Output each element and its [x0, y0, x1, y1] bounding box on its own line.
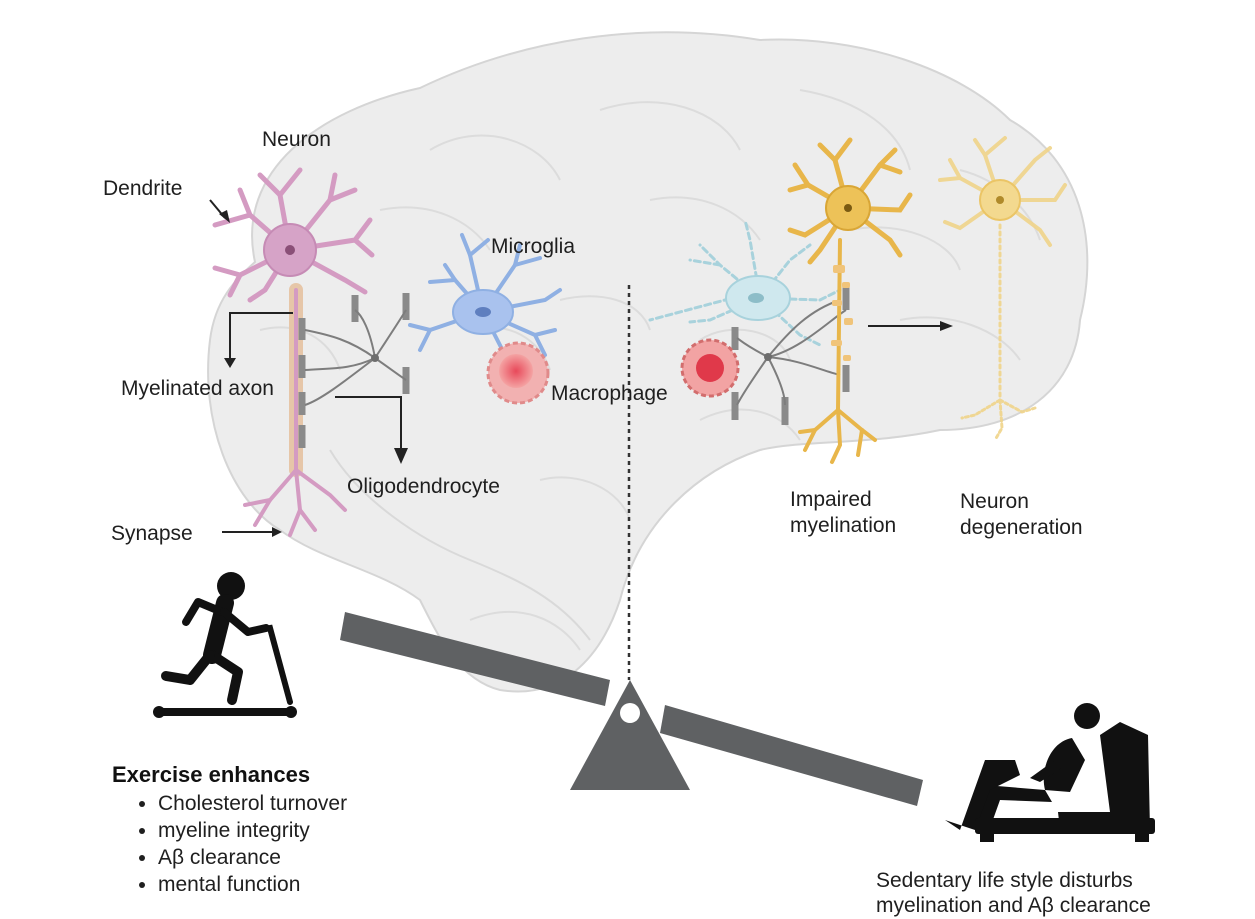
label-microglia: Microglia [491, 235, 576, 258]
axon-fragments [831, 265, 853, 361]
exercise-benefits-list: Cholesterol turnover myeline integrity A… [114, 790, 347, 898]
seesaw-icon [340, 612, 923, 806]
oligodendrocyte-left [304, 309, 407, 406]
exercise-benefit-item: mental function [158, 871, 347, 898]
label-impaired-myelination-line2: myelination [790, 514, 897, 537]
exercise-benefit-item: Aβ clearance [158, 844, 347, 871]
runner-on-treadmill-icon [153, 572, 297, 718]
label-neuron-degeneration-line2: degeneration [960, 516, 1083, 539]
label-synapse: Synapse [111, 522, 193, 545]
label-dendrite: Dendrite [103, 177, 183, 200]
macrophage-cell [486, 341, 550, 405]
macrophage-cell-right [680, 338, 740, 398]
pointer-arrows [209, 199, 402, 533]
exercise-benefit-item: myeline integrity [158, 817, 347, 844]
sedentary-caption-line1: Sedentary life style disturbs [876, 869, 1133, 892]
label-myelinated-axon: Myelinated axon [121, 377, 274, 400]
brain-outline-icon [207, 31, 1089, 693]
label-macrophage: Macrophage [551, 382, 668, 405]
exercise-heading: Exercise enhances [112, 762, 311, 787]
sedentary-caption-line2: myelination and Aβ clearance [876, 894, 1151, 917]
label-impaired-myelination-line1: Impaired [790, 488, 872, 511]
label-oligodendrocyte: Oligodendrocyte [347, 475, 500, 498]
label-neuron: Neuron [262, 128, 331, 151]
exercise-benefit-item: Cholesterol turnover [158, 790, 347, 817]
person-in-armchair-icon [945, 703, 1155, 842]
label-neuron-degeneration-line1: Neuron [960, 490, 1029, 513]
